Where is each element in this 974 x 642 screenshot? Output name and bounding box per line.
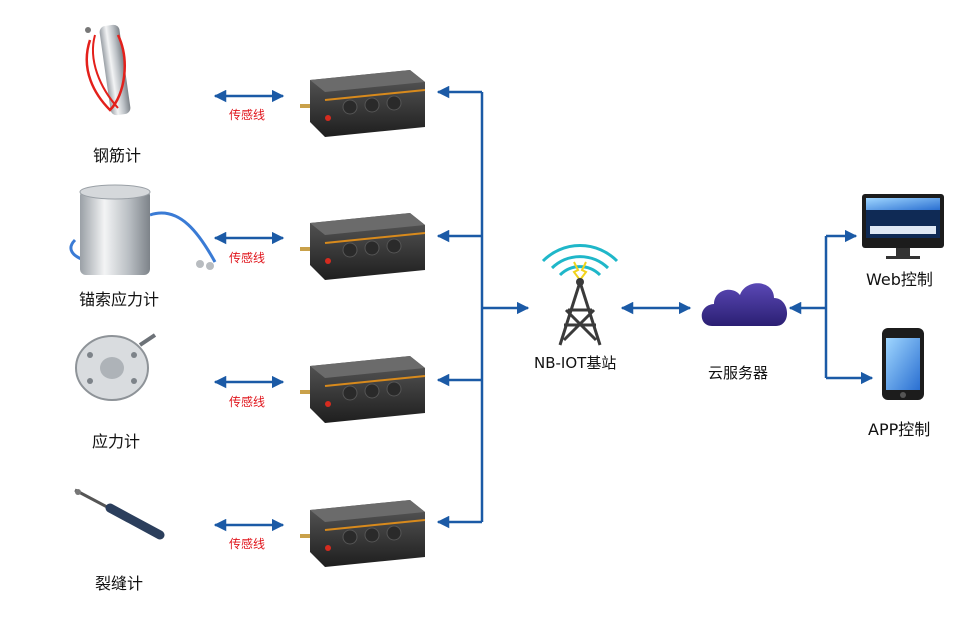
client-branch <box>788 229 874 385</box>
base-station-tower-icon <box>541 244 619 346</box>
sensor-label-anchor-meter: 锚索应力计 <box>79 290 160 309</box>
app-control-label: APP控制 <box>868 420 931 439</box>
rebar-meter-icon <box>85 24 131 116</box>
acquisition-box-icon <box>300 356 426 423</box>
wire-label: 传感线 <box>229 251 266 265</box>
sensor-label-stress-meter: 应力计 <box>92 432 141 451</box>
mobile-phone-icon <box>882 328 924 400</box>
base-station-label: NB-IOT基站 <box>534 354 617 372</box>
crack-meter-icon <box>74 488 165 540</box>
web-monitor-icon <box>862 194 944 259</box>
sensor-label-crack-meter: 裂缝计 <box>95 574 144 593</box>
stress-meter-icon <box>75 333 157 401</box>
wire-label: 传感线 <box>229 537 266 551</box>
acquisition-box-icon <box>300 213 426 280</box>
cloud-server-icon <box>701 283 788 326</box>
anchor-cable-meter-icon <box>69 184 217 275</box>
web-control-label: Web控制 <box>866 270 933 289</box>
acquisition-box-icon <box>300 500 426 567</box>
acquisition-box-icon <box>300 70 426 137</box>
sensor-label-rebar-meter: 钢筋计 <box>93 146 142 165</box>
wire-label: 传感线 <box>229 108 266 122</box>
uplink-bus <box>436 85 530 529</box>
wire-label: 传感线 <box>229 395 266 409</box>
cloud-server-label: 云服务器 <box>708 364 769 382</box>
